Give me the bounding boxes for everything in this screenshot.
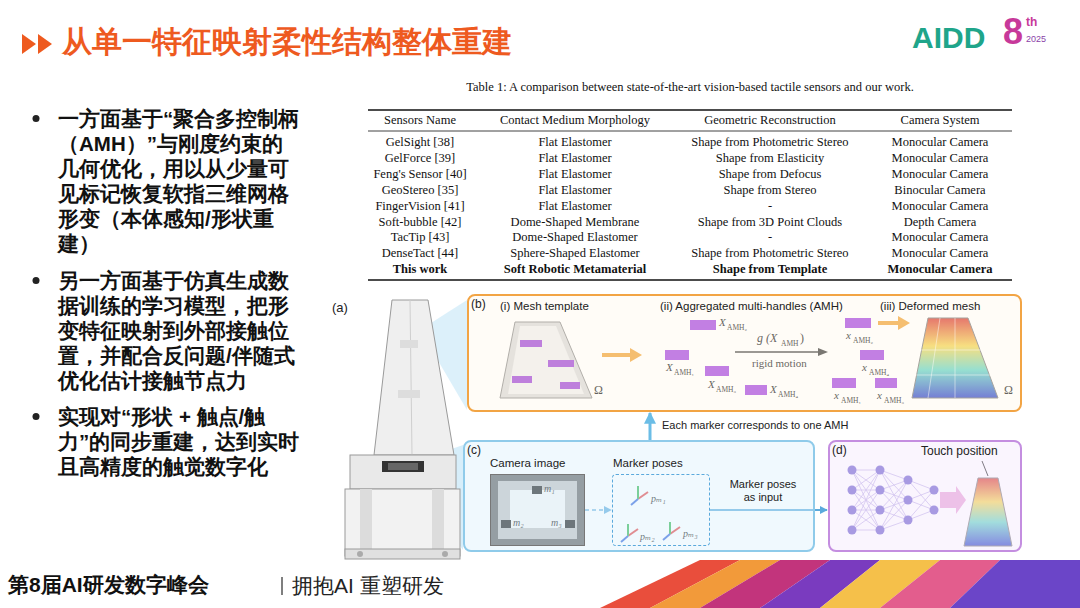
table-cell: DenseTact [44] <box>360 246 480 261</box>
table-cell: GelForce [39] <box>360 151 480 166</box>
table-rule <box>368 131 1012 132</box>
panel-heading: (ii) Aggregated multi-handles (AMH) <box>660 300 843 314</box>
figure-panel: (b) (i) Mesh template (ii) Aggregated mult… <box>467 294 1022 412</box>
sensor-base <box>345 489 460 556</box>
logo-year: 2025 <box>1026 34 1046 45</box>
table-cell: Soft-bubble [42] <box>360 215 480 230</box>
table-cell: Flat Elastomer <box>475 167 675 182</box>
panel-label: (a) <box>332 300 348 316</box>
panel-label: (d) <box>832 443 847 457</box>
table-cell: Depth Camera <box>870 215 1010 230</box>
table-cell: This work <box>360 262 480 277</box>
table-header: Geometric Reconstruction <box>680 113 860 128</box>
table-cell: TacTip [43] <box>360 230 480 245</box>
sensor-tower <box>374 300 454 455</box>
table-cell: Monocular Camera <box>870 246 1010 261</box>
bullet-text: 另一方面基于仿真生成数据训练的学习模型，把形变特征映射到外部接触位置，并配合反问… <box>58 268 300 393</box>
table-header: Sensors Name <box>360 113 480 128</box>
table-cell: Monocular Camera <box>870 262 1010 277</box>
footer-ribbon <box>950 560 1080 608</box>
logo-text: AIDD <box>912 20 985 56</box>
sensor-pad <box>388 463 418 470</box>
logo-number: 8 <box>1003 10 1023 53</box>
table-cell: Shape from Template <box>680 262 860 277</box>
title-arrow <box>38 34 52 54</box>
table-cell: Shape from Stereo <box>680 183 860 198</box>
table-header: Camera System <box>870 113 1010 128</box>
table-cell: Flat Elastomer <box>475 151 675 166</box>
base-slab <box>345 549 460 559</box>
table-cell: Shape from Photometric Stereo <box>680 246 860 261</box>
table-cell: Shape from Defocus <box>680 167 860 182</box>
table-cell: GeoStereo [35] <box>360 183 480 198</box>
table-cell: Soft Robotic Metamaterial <box>475 262 675 277</box>
table-cell: Dome-Shaped Membrane <box>475 215 675 230</box>
bullet-text: 实现对“形状 + 触点/触力”的同步重建，达到实时且高精度的触觉数字化 <box>58 404 300 479</box>
bullet-dot <box>33 277 40 284</box>
callout-text: Touch position <box>921 444 998 458</box>
bullet-dot <box>33 413 40 420</box>
panel-heading: (iii) Deformed mesh <box>880 300 980 314</box>
table-cell: Shape from Elasticity <box>680 151 860 166</box>
table-header: Contact Medium Morphology <box>475 113 675 128</box>
connector-label: Marker poses as input <box>724 478 802 504</box>
footer-separator <box>281 577 283 595</box>
table-cell: Binocular Camera <box>870 183 1010 198</box>
footer-text: 第8届AI研发数字峰会 <box>8 572 209 597</box>
logo-text: th <box>1026 15 1037 29</box>
slide-title: 从单一特征映射柔性结构整体重建 <box>62 24 512 60</box>
table-cell: Dome-Shaped Elastomer <box>475 230 675 245</box>
table-caption: Table 1: A comparison between state-of-t… <box>370 80 1010 95</box>
table-rule <box>368 279 1012 280</box>
image-box: Camera image <box>490 474 585 546</box>
table-cell: Monocular Camera <box>870 167 1010 182</box>
figure-panel: (d) Touch position <box>828 440 1022 552</box>
connector-label: Each marker corresponds to one AMH <box>660 419 850 432</box>
table-cell: Shape from 3D Point Clouds <box>680 215 860 230</box>
table-cell: Flat Elastomer <box>475 183 675 198</box>
table-cell: Monocular Camera <box>870 135 1010 150</box>
bullet-dot <box>33 115 40 122</box>
footer-text: 拥抱AI 重塑研发 <box>292 573 444 598</box>
title-arrow <box>22 34 36 54</box>
table-cell: Flat Elastomer <box>475 199 675 214</box>
box-heading: Marker poses <box>613 457 683 471</box>
tower-hole <box>398 390 420 398</box>
table-rule <box>368 109 1012 110</box>
table-cell: - <box>680 199 860 214</box>
table-cell: FingerVision [41] <box>360 199 480 214</box>
box-heading: Camera image <box>490 457 565 471</box>
table-cell: Sphere-Shaped Elastomer <box>475 246 675 261</box>
connector-arrow <box>649 413 652 440</box>
base-hole <box>442 551 448 557</box>
pose-box: Marker poses <box>612 474 710 546</box>
sensor-platform <box>350 455 456 489</box>
table-cell: Monocular Camera <box>870 230 1010 245</box>
panel-heading: (i) Mesh template <box>500 300 589 314</box>
table-cell: Feng's Sensor [40] <box>360 167 480 182</box>
tower-edge <box>410 300 412 455</box>
base-hole <box>357 551 363 557</box>
panel-label: (b) <box>471 297 486 311</box>
sensor-pad <box>382 461 424 472</box>
tower-hole <box>400 340 418 348</box>
base-column <box>360 489 372 549</box>
table-cell: Monocular Camera <box>870 151 1010 166</box>
table-cell: Monocular Camera <box>870 199 1010 214</box>
table-cell: Shape from Photometric Stereo <box>680 135 860 150</box>
panel-label: (c) <box>467 443 481 457</box>
base-column <box>432 489 444 549</box>
table-cell: Flat Elastomer <box>475 135 675 150</box>
table-cell: - <box>680 230 860 245</box>
bullet-text: 一方面基于“聚合多控制柄（AMH）”与刚度约束的几何优化，用以从少量可见标记恢复… <box>58 106 300 256</box>
table-cell: GelSight [38] <box>360 135 480 150</box>
